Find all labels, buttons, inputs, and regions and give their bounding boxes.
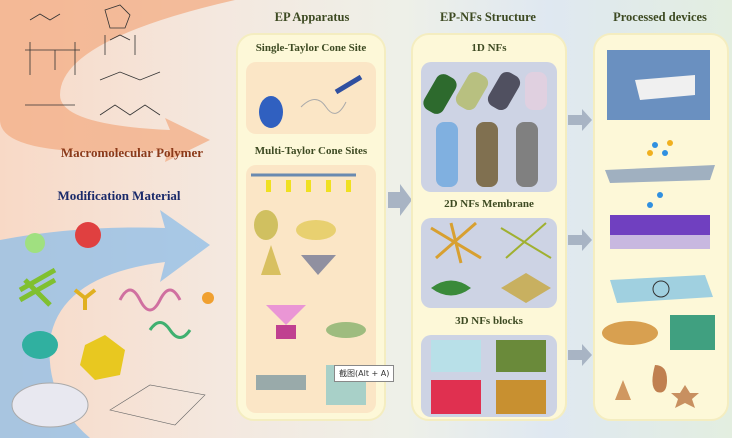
sphere-green: [25, 233, 45, 253]
grid-block: [670, 315, 715, 350]
graphene-sheet: [109, 384, 206, 426]
arrow-right-icon: [568, 344, 592, 366]
helix-green: [148, 321, 192, 339]
arrow-right-icon: [568, 109, 592, 131]
nfs-1d-image: [421, 62, 557, 192]
coil-sensor: [610, 275, 713, 303]
filter-membrane: [605, 165, 715, 183]
sphere-red: [75, 222, 101, 248]
modification-arrow: [0, 210, 210, 438]
tripod-yellow: [73, 288, 97, 310]
ep-apparatus-title: EP Apparatus: [274, 10, 350, 24]
polymer-arrow: [0, 0, 235, 162]
modification-label: Modification Material: [57, 188, 181, 203]
cage-teal: [22, 331, 58, 359]
ep-nfs-structure-title: EP-NFs Structure: [440, 10, 536, 24]
polymer-structures: [25, 4, 161, 116]
arrow-right-icon: [388, 184, 412, 216]
ear-shape: [652, 365, 667, 393]
sponge-block: [602, 321, 658, 345]
left-arrows-graphic: [0, 0, 235, 438]
processed-devices-title: Processed devices: [613, 10, 707, 24]
ep-nfs-structure-panel: 1D NFs 2D NFs Membrane 3D NFs blocks: [411, 33, 567, 421]
polyhedron-yellow: [80, 335, 125, 380]
nfs-1d-label: 1D NFs: [471, 42, 507, 54]
polymer-label: Macromolecular Polymer: [60, 145, 203, 160]
nfs-3d-label: 3D NFs blocks: [455, 315, 523, 327]
particle-orange: [202, 292, 214, 304]
single-taylor-label: Single-Taylor Cone Site: [255, 42, 367, 54]
arrow-right-icon: [568, 229, 592, 251]
layered-device: [610, 215, 710, 235]
nfs-3d-image: [421, 335, 557, 417]
rods-green: [18, 267, 57, 307]
multi-taylor-label: Multi-Taylor Cone Sites: [254, 145, 368, 157]
processed-devices-panel: [593, 33, 729, 421]
devices-images: [602, 50, 715, 408]
ep-apparatus-panel: Single-Taylor Cone Site Multi-Taylor Con…: [236, 33, 386, 421]
helix-pink: [118, 288, 182, 312]
nfs-2d-label: 2D NFs Membrane: [444, 198, 534, 210]
screenshot-tooltip: 截图(Alt + A): [334, 365, 395, 382]
single-taylor-image: [246, 62, 376, 134]
nfs-2d-image: [421, 218, 557, 308]
micelle: [11, 382, 89, 428]
